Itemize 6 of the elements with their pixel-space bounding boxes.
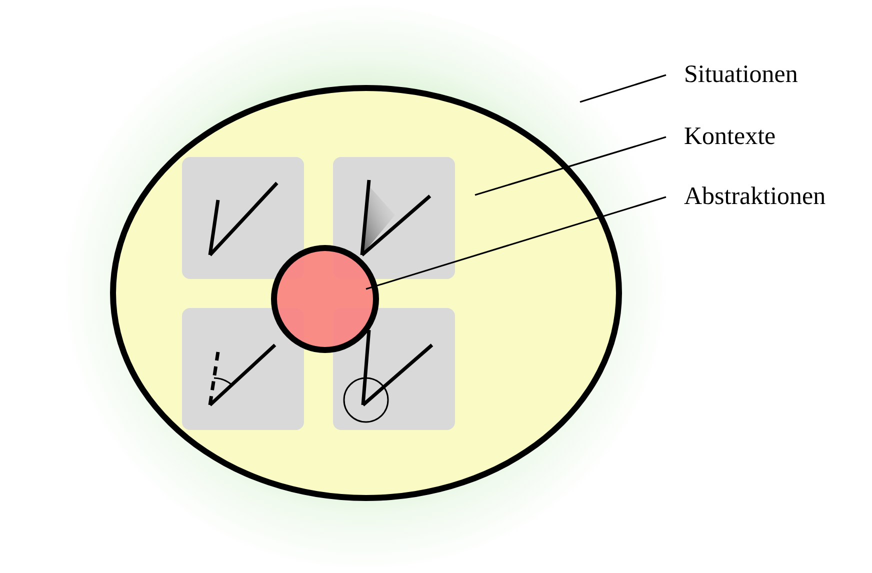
callout-label: Abstraktionen xyxy=(684,182,826,212)
leader-line xyxy=(474,136,666,196)
leader-line xyxy=(366,196,666,290)
callout-label: Situationen xyxy=(684,60,798,90)
leader-line xyxy=(580,74,666,103)
callout-label: Kontexte xyxy=(684,122,776,152)
